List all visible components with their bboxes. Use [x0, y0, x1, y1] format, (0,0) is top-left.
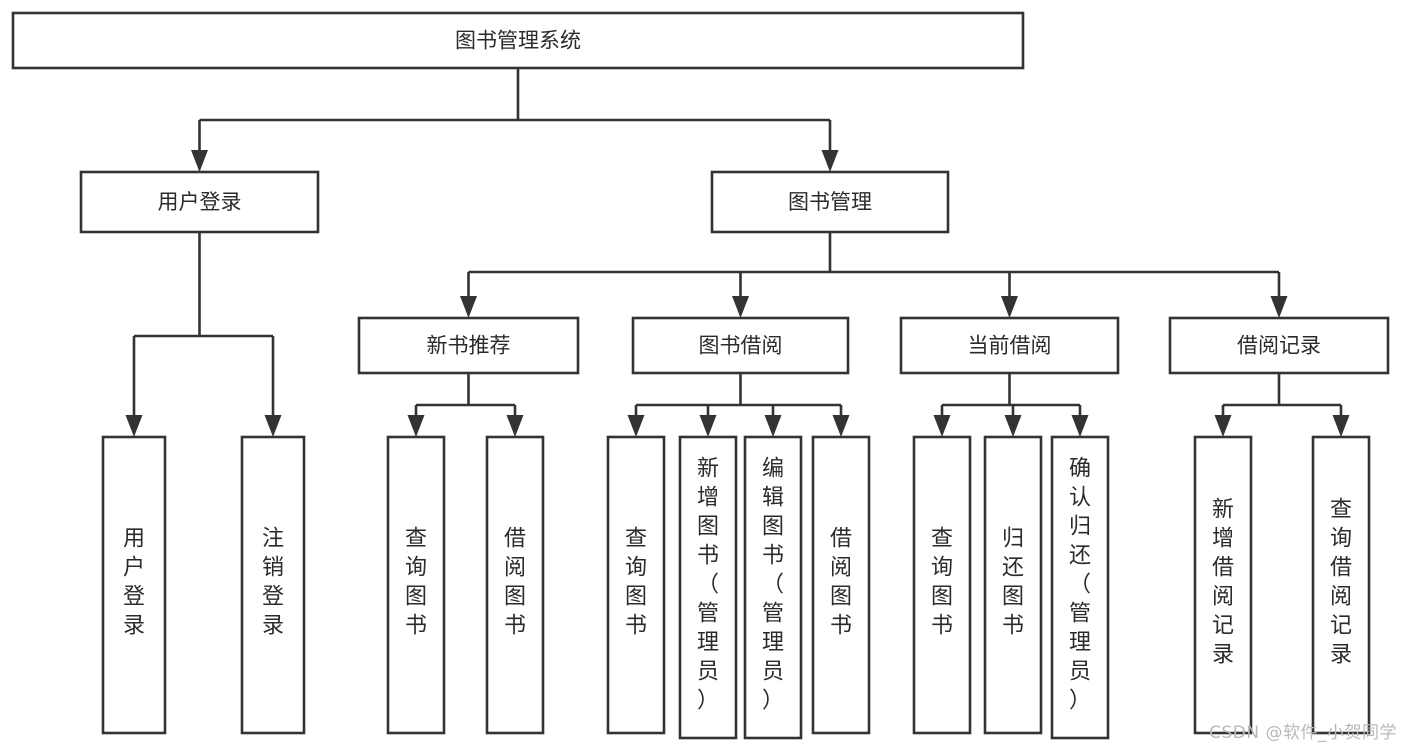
leaf-0-1-label: 借阅图书: [504, 527, 526, 639]
leaf-1-0-label: 查询图书: [625, 527, 647, 639]
node-user-login-label: 用户登录: [158, 190, 242, 214]
node-level3-1-rect: [631, 316, 850, 375]
leaf-1-3-rect: [811, 435, 871, 735]
leaf-1-1-label: 新增图书（管理员）: [697, 457, 719, 714]
arrow-head-icon: [506, 415, 524, 437]
leaf-0-user-login[interactable]: 用户登录: [101, 435, 167, 735]
arrow-head-icon: [732, 296, 749, 318]
node-level3-3-label: 借阅记录: [1237, 334, 1321, 358]
leaf-2-0-label: 查询图书: [931, 527, 953, 639]
leaf-1-3-label: 借阅图书: [830, 527, 852, 639]
leaf-1-0[interactable]: 查询图书: [606, 435, 666, 735]
leaf-0-0-rect: [386, 435, 446, 735]
node-root-rect: [11, 11, 1025, 70]
leaf-1-2-label: 编辑图书（管理员）: [762, 457, 784, 714]
node-level3-2-rect: [899, 316, 1120, 375]
arrow-head-icon: [764, 415, 782, 437]
leaf-0-user-login-label: 用户登录: [123, 527, 145, 639]
node-level3-1-label: 图书借阅: [699, 334, 783, 358]
leaf-3-0-label: 新增借阅记录: [1212, 498, 1234, 668]
node-book-management[interactable]: 图书管理: [710, 170, 950, 234]
node-user-login-rect: [79, 170, 320, 234]
leaf-2-0[interactable]: 查询图书: [912, 435, 972, 735]
arrow-head-icon: [407, 415, 425, 437]
arrow-head-icon: [627, 415, 645, 437]
node-book-management-label: 图书管理: [788, 190, 872, 214]
leaf-3-0[interactable]: 新增借阅记录: [1193, 435, 1253, 735]
arrow-head-icon: [1270, 296, 1288, 318]
arrow-head-icon: [1214, 415, 1232, 437]
arrow-head-icon: [1004, 415, 1022, 437]
leaf-3-0-rect: [1193, 435, 1253, 735]
leaf-2-1-label: 归还图书: [1002, 527, 1024, 639]
leaf-0-0[interactable]: 查询图书: [386, 435, 446, 735]
node-book-management-rect: [710, 170, 950, 234]
leaf-0-1-rect: [485, 435, 545, 735]
node-root[interactable]: 图书管理系统: [11, 11, 1025, 70]
arrow-head-icon: [821, 150, 839, 172]
leaf-1-1-rect: [678, 435, 738, 740]
leaf-3-1-label: 查询借阅记录: [1330, 498, 1352, 668]
arrow-head-icon: [264, 415, 282, 437]
leaf-1-2[interactable]: 编辑图书（管理员）: [743, 435, 803, 740]
leaf-0-0-label: 查询图书: [405, 527, 427, 639]
leaf-2-2-rect: [1050, 435, 1110, 740]
leaf-2-1[interactable]: 归还图书: [983, 435, 1043, 735]
leaf-1-user-login-label: 注销登录: [262, 527, 284, 639]
arrow-head-icon: [1332, 415, 1350, 437]
arrow-head-icon: [832, 415, 850, 437]
leaf-3-1-rect: [1311, 435, 1371, 735]
leaf-1-1[interactable]: 新增图书（管理员）: [678, 435, 738, 740]
node-root-label: 图书管理系统: [455, 29, 581, 53]
leaf-1-0-rect: [606, 435, 666, 735]
node-level3-2[interactable]: 当前借阅: [899, 316, 1120, 375]
arrow-head-icon: [1001, 296, 1018, 318]
arrow-head-icon: [191, 150, 208, 172]
leaf-0-user-login-rect: [101, 435, 167, 735]
arrow-head-icon: [933, 415, 951, 437]
leaf-1-2-rect: [743, 435, 803, 740]
node-level3-0-rect: [357, 316, 580, 375]
node-level3-0-label: 新书推荐: [427, 334, 511, 358]
arrow-head-icon: [699, 415, 717, 437]
node-level3-2-label: 当前借阅: [968, 334, 1052, 358]
leaf-1-user-login[interactable]: 注销登录: [240, 435, 306, 735]
leaf-2-0-rect: [912, 435, 972, 735]
node-user-login[interactable]: 用户登录: [79, 170, 320, 234]
leaf-1-user-login-rect: [240, 435, 306, 735]
leaf-2-2-label: 确认归还（管理员）: [1069, 457, 1091, 714]
arrow-head-icon: [125, 415, 143, 437]
node-level3-3[interactable]: 借阅记录: [1168, 316, 1390, 375]
leaf-2-2[interactable]: 确认归还（管理员）: [1050, 435, 1110, 740]
leaf-0-1[interactable]: 借阅图书: [485, 435, 545, 735]
arrow-head-icon: [460, 296, 477, 318]
leaf-1-3[interactable]: 借阅图书: [811, 435, 871, 735]
arrow-head-icon: [1071, 415, 1089, 437]
leaf-3-1[interactable]: 查询借阅记录: [1311, 435, 1371, 735]
node-level3-0[interactable]: 新书推荐: [357, 316, 580, 375]
node-level3-1[interactable]: 图书借阅: [631, 316, 850, 375]
leaf-2-1-rect: [983, 435, 1043, 735]
node-level3-3-rect: [1168, 316, 1390, 375]
